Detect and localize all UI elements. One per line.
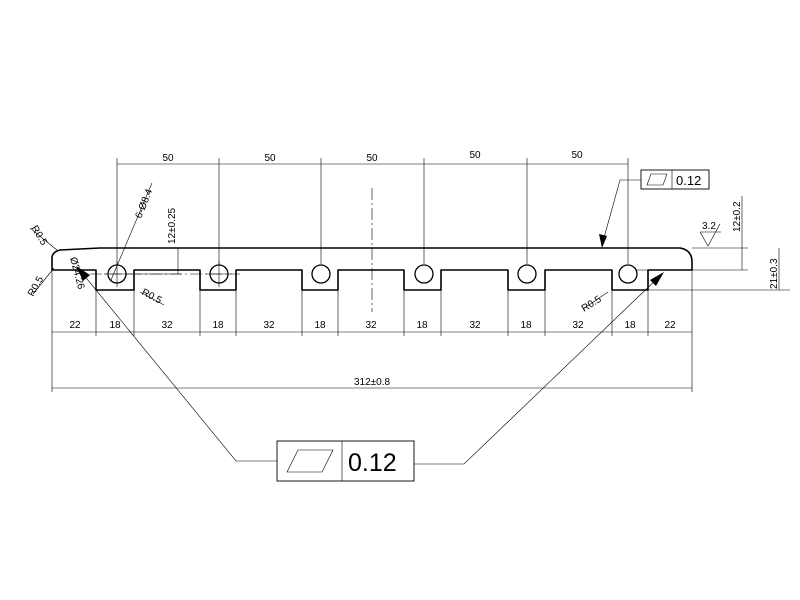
dim-seg-4: 18 [212,320,224,331]
dim-50-1: 50 [162,153,174,164]
hole-5 [517,264,537,284]
flatness-top-value: 0.12 [676,173,701,188]
dim-seg-7: 32 [365,320,377,331]
flatness-frame-bottom: 0.12 [76,266,664,482]
hole-height-label: 12±0.25 [167,207,178,244]
dim-seg-6: 18 [314,320,326,331]
hole-height-dimension: 12±0.25 [126,207,182,275]
dim-seg-10: 18 [520,320,532,331]
dim-seg-5: 32 [263,320,275,331]
top-dimension-chain: 50 50 50 50 50 [117,150,628,165]
right-dimensions: 12±0.2 21±0.3 [636,196,790,291]
surface-finish-value: 3.2 [702,221,716,232]
dim-seg-2: 18 [109,320,121,331]
overall-length-dimension: 312±0.8 [52,377,692,389]
left-labels: R0.5 R0.5 Ø24.26 [26,224,86,299]
dim-50-5: 50 [571,150,583,161]
dim-50-3: 50 [366,153,378,164]
hole-6 [618,264,638,284]
dim-50-2: 50 [264,153,276,164]
radius-label-1: R0.5 [28,224,49,248]
hole-4 [414,264,434,284]
flatness-icon-large [286,449,334,473]
step-height-label: 12±0.2 [732,201,743,232]
bottom-extension-lines [51,270,693,392]
dim-seg-12: 18 [624,320,636,331]
dim-seg-11: 32 [572,320,584,331]
dim-seg-13: 22 [664,320,676,331]
part-outline [51,247,693,291]
surface-finish-symbol: 3.2 [699,221,721,247]
top-extension-lines [116,158,629,264]
hole-3 [311,264,331,284]
flatness-bottom-value: 0.12 [348,449,397,477]
flatness-frame-bottom-box [276,440,415,482]
hole-callout-label: 6-Ø8.4 [134,187,156,220]
total-height-label: 21±0.3 [769,258,780,289]
dim-seg-9: 32 [469,320,481,331]
mounting-holes [104,261,638,287]
radius-label-2: R0.5 [26,274,46,298]
dim-seg-3: 32 [161,320,173,331]
overall-length-label: 312±0.8 [354,377,391,388]
flatness-frame-top: 0.12 [599,169,710,248]
flatness-frame-top-box [640,169,710,190]
bottom-dimension-chain: 22 18 32 18 32 18 32 18 32 18 32 18 22 [69,320,676,331]
dim-seg-1: 22 [69,320,81,331]
flatness-icon [646,173,668,186]
dim-seg-8: 18 [416,320,428,331]
dim-50-4: 50 [469,150,481,161]
radius-label-3: R0.5 [140,287,164,307]
